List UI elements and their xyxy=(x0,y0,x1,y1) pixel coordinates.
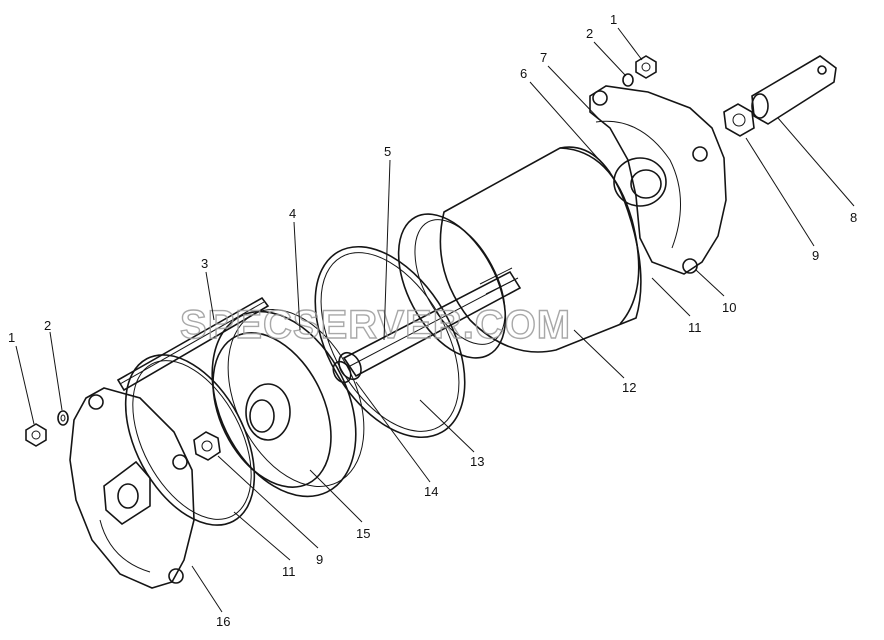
callout-2-left: 2 xyxy=(44,318,51,333)
callout-14: 14 xyxy=(424,484,438,499)
right-end-housing xyxy=(589,85,727,275)
callout-labels: 1 2 7 6 5 4 3 8 9 10 11 12 13 14 15 1 2 … xyxy=(8,12,857,629)
callout-16: 16 xyxy=(216,614,230,629)
o-ring-large-inner xyxy=(320,252,460,432)
nut-right xyxy=(723,103,755,137)
callout-11-right: 11 xyxy=(688,320,702,335)
callout-7: 7 xyxy=(540,50,547,65)
washer-right-top xyxy=(622,73,634,87)
o-ring-small-inner xyxy=(132,360,252,520)
callout-1-left: 1 xyxy=(8,330,15,345)
nut-right-top xyxy=(635,55,657,79)
callout-8: 8 xyxy=(850,210,857,225)
nut-left-inner xyxy=(193,431,221,461)
callout-6: 6 xyxy=(520,66,527,81)
callout-15: 15 xyxy=(356,526,370,541)
callout-5: 5 xyxy=(384,144,391,159)
callout-11-left: 11 xyxy=(282,564,296,579)
callout-13: 13 xyxy=(470,454,484,469)
callout-1-right: 1 xyxy=(610,12,617,27)
left-end-cover xyxy=(69,387,195,589)
o-ring-large xyxy=(314,245,466,439)
leader-lines xyxy=(15,27,855,613)
o-ring-small xyxy=(124,354,256,526)
callout-4: 4 xyxy=(289,206,296,221)
callout-12: 12 xyxy=(622,380,636,395)
watermark-text: SPECSERVER.COM xyxy=(180,303,571,347)
washer-left xyxy=(57,410,69,426)
nut-left xyxy=(25,423,47,447)
rod-end-fork xyxy=(751,55,837,125)
callout-2-right: 2 xyxy=(586,26,593,41)
callout-9-left: 9 xyxy=(316,552,323,567)
callout-9-right: 9 xyxy=(812,248,819,263)
callout-3: 3 xyxy=(201,256,208,271)
callout-10: 10 xyxy=(722,300,736,315)
cylinder-body xyxy=(397,146,642,359)
